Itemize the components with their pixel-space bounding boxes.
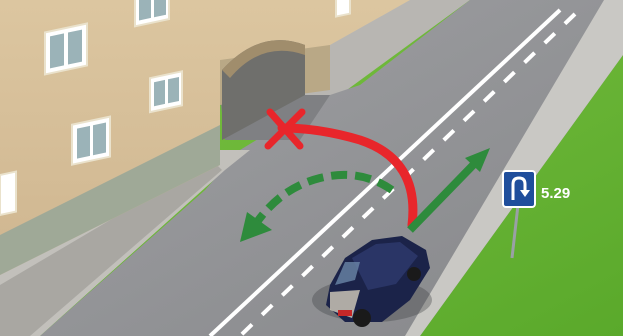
- sign-number-label: 5.29: [541, 185, 570, 202]
- sign-plate: [503, 171, 535, 207]
